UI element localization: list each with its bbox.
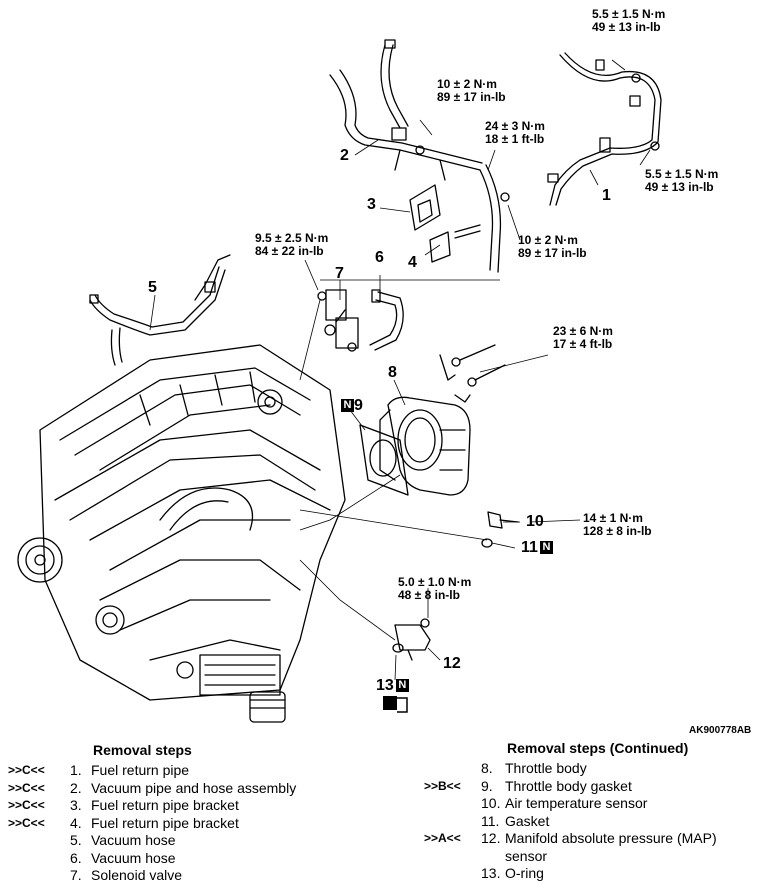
throttle-body-gasket — [359, 424, 409, 496]
left-step-text: Vacuum hose — [91, 832, 176, 848]
callout-10: 10 — [526, 513, 544, 530]
torque-label-map: 5.0 ± 1.0 N·m 48 ± 8 in-lb — [398, 575, 472, 602]
left-step-text: Vacuum hose — [91, 849, 176, 866]
right-step-text: sensor — [505, 847, 548, 864]
callout-1: 1 — [602, 187, 611, 204]
callout-12: 12 — [443, 655, 461, 672]
left-step-mark: >>C<< — [8, 798, 45, 812]
callout-4: 4 — [408, 254, 417, 271]
callout-2: 2 — [340, 147, 349, 164]
left-step-text: Fuel return pipe — [91, 762, 190, 778]
callout-7: 7 — [335, 265, 344, 282]
left-step-number: 1. — [70, 762, 82, 778]
torque-label-part1-top: 5.5 ± 1.5 N·m 49 ± 13 in-lb — [592, 7, 666, 34]
callout-3: 3 — [367, 196, 376, 213]
torque-label-air-temp: 14 ± 1 N·m 128 ± 8 in-lb — [583, 511, 652, 538]
left-step-mark: >>C<< — [8, 815, 45, 830]
throttle-body — [379, 344, 506, 496]
fuel-return-pipe — [547, 52, 662, 206]
right-step-text: Air temperature sensor — [505, 795, 648, 811]
right-step-text: Gasket — [505, 812, 550, 829]
callout-8: 8 — [388, 364, 397, 381]
right-step-number: 10. — [481, 795, 501, 811]
lubricant-icon — [383, 696, 408, 713]
engine-block-illustration — [17, 344, 346, 723]
removal-steps-continued-title: Removal steps (Continued) — [507, 740, 689, 756]
left-step-text: Vacuum pipe and hose assembly — [91, 779, 297, 796]
callout-5: 5 — [148, 279, 157, 296]
right-step-number: 11. — [481, 812, 500, 829]
torque-label-part2: 10 ± 2 N·m 89 ± 17 in-lb — [437, 77, 506, 104]
torque-label-part1-right: 5.5 ± 1.5 N·m 49 ± 13 in-lb — [645, 167, 719, 194]
exploded-parts-diagram — [17, 39, 662, 723]
new-part-marker: N — [341, 399, 354, 413]
new-part-marker: N — [395, 679, 409, 693]
left-step-number: 2. — [70, 779, 82, 796]
vacuum-pipe-hose-assembly — [329, 39, 483, 181]
left-step-number: 5. — [70, 832, 82, 848]
torque-label-hose-bolt: 10 ± 2 N·m 89 ± 17 in-lb — [518, 233, 587, 260]
callout-6: 6 — [375, 249, 384, 266]
right-step-text: Throttle body — [505, 760, 587, 776]
left-step-mark: >>C<< — [8, 763, 45, 777]
vacuum-hose-6 — [369, 289, 404, 351]
right-step-number: 12. — [481, 830, 501, 846]
right-step-number: 8. — [481, 760, 493, 776]
map-sensor — [392, 618, 431, 661]
left-step-text: Fuel return pipe bracket — [91, 797, 239, 813]
right-step-text: O-ring — [505, 865, 544, 881]
right-step-number: 9. — [481, 777, 493, 794]
left-step-number: 4. — [70, 814, 82, 831]
figure-code: AK900778AB — [689, 725, 752, 736]
left-step-number: 7. — [70, 867, 82, 883]
torque-label-bracket: 24 ± 3 N·m 18 ± 1 ft-lb — [485, 119, 545, 146]
right-step-mark: >>B<< — [424, 778, 461, 793]
right-step-number: 13. — [481, 865, 501, 881]
new-part-marker: N — [539, 541, 553, 555]
torque-label-throttle: 23 ± 6 N·m 17 ± 4 ft-lb — [553, 324, 613, 351]
right-step-text: Throttle body gasket — [505, 777, 632, 794]
solenoid-valve — [317, 289, 359, 352]
hose-run — [479, 164, 510, 273]
air-temperature-sensor — [481, 511, 519, 548]
left-step-text: Fuel return pipe bracket — [91, 814, 239, 831]
left-step-mark: >>C<< — [8, 780, 45, 795]
fuel-return-pipe-brackets — [409, 184, 481, 263]
left-step-text: Solenoid valve — [91, 867, 183, 883]
left-step-number: 6. — [70, 849, 82, 866]
removal-steps-title: Removal steps — [93, 742, 192, 758]
right-step-text: Manifold absolute pressure (MAP) — [505, 830, 717, 846]
right-step-mark: >>A<< — [424, 831, 461, 845]
vacuum-hose-5 — [89, 254, 231, 366]
torque-label-solenoid: 9.5 ± 2.5 N·m 84 ± 22 in-lb — [255, 231, 329, 258]
left-step-number: 3. — [70, 797, 82, 813]
